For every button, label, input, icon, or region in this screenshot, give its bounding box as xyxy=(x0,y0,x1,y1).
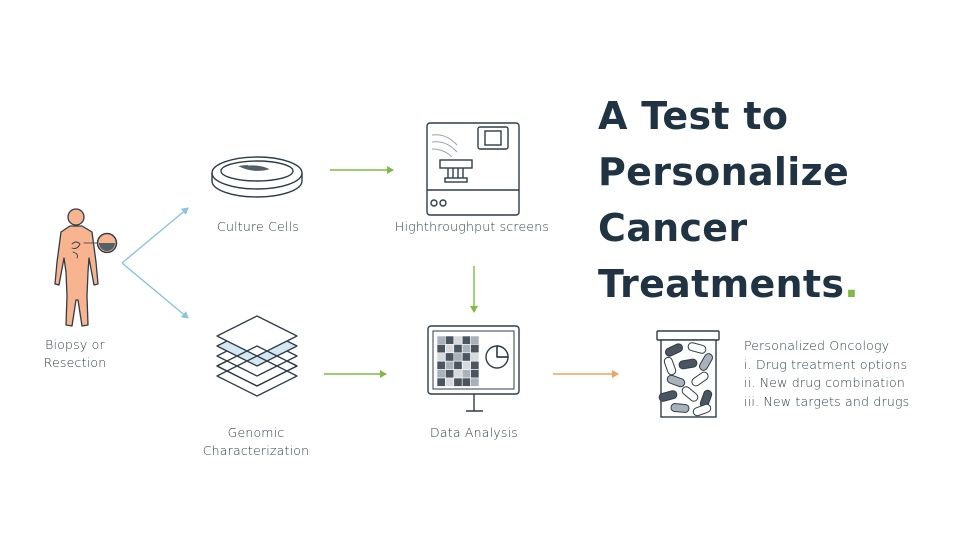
title-line-1: A Test to xyxy=(598,94,789,138)
heatmap-cell xyxy=(445,369,455,379)
heatmap-cell xyxy=(461,369,471,379)
heatmap-cell xyxy=(453,335,463,345)
oncology-item-2: ii. New drug combination xyxy=(744,375,906,390)
heatmap-cell xyxy=(453,360,463,370)
heatmap-grid xyxy=(436,335,480,387)
data-analysis-label: Data Analysis xyxy=(430,425,518,440)
page-title: A Test to Personalize Cancer Treatments. xyxy=(598,88,859,312)
heatmap-cell xyxy=(445,377,455,387)
pill-capsule xyxy=(658,390,678,402)
heatmap-cell xyxy=(453,344,463,354)
title-line-2: Personalize xyxy=(598,150,850,194)
heatmap-cell xyxy=(461,360,471,370)
heatmap-cell xyxy=(453,377,463,387)
oncology-heading: Personalized Oncology xyxy=(744,338,890,353)
heatmap-cell xyxy=(436,369,446,379)
pill-bottle-icon xyxy=(656,330,720,418)
heatmap-cell xyxy=(453,369,463,379)
heatmap-cell xyxy=(470,369,480,379)
genomic-label: Genomic Characterization xyxy=(203,424,310,460)
heatmap-cell xyxy=(453,352,463,362)
pill-capsule xyxy=(692,403,712,417)
heatmap-cell xyxy=(436,335,446,345)
heatmap-cell xyxy=(445,344,455,354)
heatmap-cell xyxy=(436,352,446,362)
heatmap-cell xyxy=(461,377,471,387)
pills-group xyxy=(658,342,713,417)
pill-capsule xyxy=(699,353,713,371)
pill-capsule xyxy=(666,374,686,388)
pill-capsule xyxy=(681,386,699,402)
human-figure-icon xyxy=(54,208,118,327)
biopsy-split-arrows xyxy=(121,207,189,319)
culture-cells-label: Culture Cells xyxy=(217,219,299,234)
oncology-list: Personalized Oncology i. Drug treatment … xyxy=(744,337,909,411)
oncology-item-1: i. Drug treatment options xyxy=(744,356,908,372)
heatmap-cell xyxy=(470,360,480,370)
heatmap-cell xyxy=(436,360,446,370)
pill-capsule xyxy=(670,403,690,413)
pill-capsule xyxy=(663,356,677,376)
stacked-layers-icon xyxy=(216,315,298,397)
pill-capsule xyxy=(664,343,684,357)
title-line-4-text: Treatments xyxy=(598,262,845,306)
title-line-3: Cancer xyxy=(598,206,748,250)
heatmap-cell xyxy=(445,335,455,345)
heatmap-cell xyxy=(445,352,455,362)
title-line-4: Treatments. xyxy=(598,256,859,312)
heatmap-cell xyxy=(445,360,455,370)
heatmap-cell xyxy=(436,377,446,387)
biopsy-label-line2: Resection xyxy=(43,355,107,370)
biopsy-label-line1: Biopsy or xyxy=(45,337,105,352)
pill-capsule xyxy=(687,342,707,354)
heatmap-cell xyxy=(470,335,480,345)
heatmap-cell xyxy=(461,352,471,362)
heatmap-cell xyxy=(461,335,471,345)
petri-dish-icon xyxy=(211,156,303,198)
oncology-item-3: iii. New targets and drugs xyxy=(744,393,910,409)
heatmap-cell xyxy=(470,377,480,387)
htp-screens-label: Highthroughput screens xyxy=(394,219,550,234)
heatmap-cell xyxy=(470,352,480,362)
genomic-label-line2: Characterization xyxy=(202,443,310,458)
title-period: . xyxy=(844,262,860,306)
lab-instrument-icon xyxy=(426,122,520,216)
genomic-label-line1: Genomic xyxy=(227,425,285,440)
heatmap-cell xyxy=(461,344,471,354)
pill-capsule xyxy=(678,358,698,370)
monitor-heatmap-icon xyxy=(427,325,520,412)
heatmap-cell xyxy=(470,344,480,354)
pill-capsule xyxy=(691,371,709,387)
heatmap-cell xyxy=(436,344,446,354)
biopsy-label: Biopsy or Resection xyxy=(44,336,107,372)
